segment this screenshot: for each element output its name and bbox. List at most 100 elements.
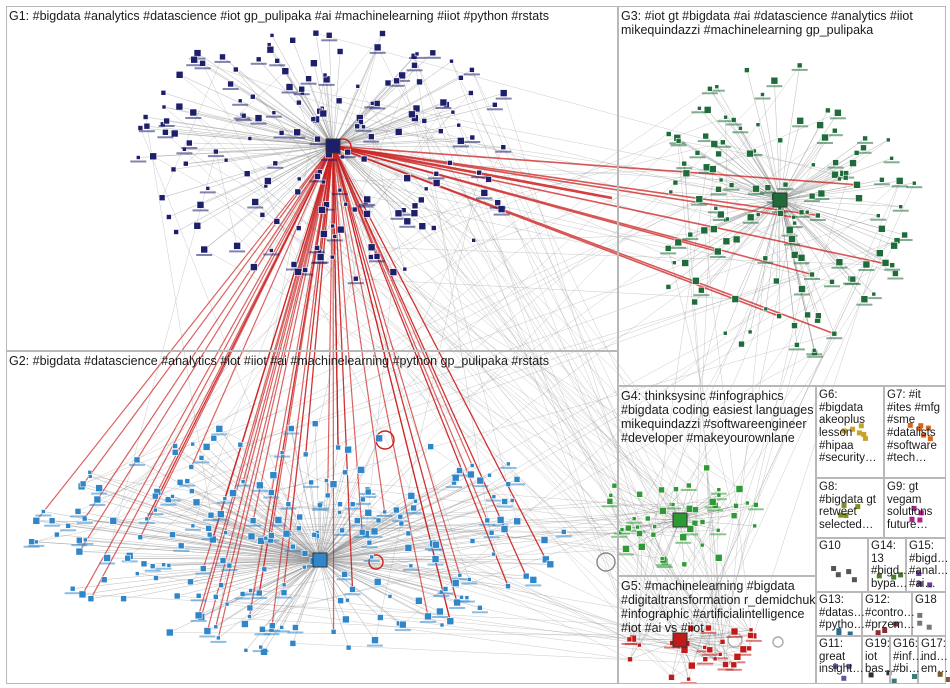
node xyxy=(296,99,302,106)
node xyxy=(358,119,364,125)
node-caption xyxy=(757,261,774,264)
node xyxy=(109,516,118,525)
node-caption xyxy=(247,206,264,209)
node xyxy=(316,502,323,509)
inter-group-edge xyxy=(56,88,711,535)
node xyxy=(816,121,824,129)
inter-group-edge xyxy=(632,533,640,639)
node xyxy=(308,479,314,486)
node-caption xyxy=(704,506,721,509)
node xyxy=(911,180,917,186)
node-caption xyxy=(493,213,510,216)
node-caption xyxy=(234,117,251,120)
node xyxy=(397,513,404,520)
inter-group-edge xyxy=(374,172,480,641)
inter-group-edge xyxy=(185,71,286,164)
node-caption xyxy=(697,140,714,143)
highlight-edge xyxy=(332,145,354,590)
node xyxy=(403,174,412,182)
edge xyxy=(260,559,321,648)
node xyxy=(268,622,276,630)
group-box-g13 xyxy=(816,592,862,636)
inter-group-edge xyxy=(259,504,674,594)
node xyxy=(755,122,761,127)
node xyxy=(703,106,712,114)
inter-group-edge xyxy=(97,215,879,500)
node-caption xyxy=(813,198,830,200)
node-caption xyxy=(729,661,746,664)
inter-group-edge xyxy=(196,502,691,530)
highlight-edge xyxy=(332,145,509,587)
node xyxy=(295,225,302,231)
node xyxy=(432,540,440,549)
node-caption xyxy=(309,143,326,146)
inter-group-edge xyxy=(215,151,238,246)
inter-group-edge xyxy=(402,180,900,625)
node-caption xyxy=(707,211,724,214)
node xyxy=(918,423,924,429)
node xyxy=(302,267,309,273)
inter-group-edge xyxy=(725,258,766,665)
node xyxy=(706,646,714,654)
inter-group-edge xyxy=(376,256,688,644)
node xyxy=(223,530,228,536)
node xyxy=(855,504,861,510)
node-caption xyxy=(211,433,228,436)
node-caption xyxy=(399,225,416,228)
node xyxy=(273,218,281,225)
inter-group-edge xyxy=(653,167,707,535)
node-caption xyxy=(359,203,376,206)
node xyxy=(373,253,381,260)
node xyxy=(264,177,272,185)
inter-group-edge xyxy=(316,119,775,198)
node xyxy=(850,426,856,432)
node-caption xyxy=(395,213,412,216)
node-caption xyxy=(717,120,734,123)
node xyxy=(681,160,688,167)
edge xyxy=(319,504,353,561)
edge xyxy=(319,559,451,622)
edge xyxy=(221,559,321,586)
node xyxy=(529,576,538,584)
node xyxy=(731,295,740,303)
node xyxy=(330,223,336,229)
node-caption xyxy=(489,206,506,209)
node-caption xyxy=(155,567,172,570)
node xyxy=(921,432,927,438)
node xyxy=(258,644,264,650)
edge xyxy=(675,182,781,201)
edge xyxy=(232,492,321,561)
highlight-edge xyxy=(332,145,794,218)
node xyxy=(357,466,366,474)
node-caption xyxy=(670,246,687,249)
node xyxy=(715,186,722,193)
node xyxy=(712,656,718,662)
edge xyxy=(185,145,334,164)
node xyxy=(714,553,723,562)
edge xyxy=(174,445,321,561)
node-caption xyxy=(318,208,335,211)
node-caption xyxy=(858,269,875,271)
node xyxy=(339,527,345,534)
node-caption xyxy=(318,83,335,86)
edge xyxy=(779,199,867,265)
node xyxy=(373,100,381,107)
node xyxy=(732,235,741,244)
node xyxy=(296,513,304,521)
node xyxy=(728,182,735,188)
edge xyxy=(749,199,781,332)
node xyxy=(314,173,321,180)
node xyxy=(166,563,172,568)
inter-group-edge xyxy=(473,234,691,241)
node-caption xyxy=(199,191,216,194)
node xyxy=(796,62,803,69)
edge xyxy=(332,131,399,147)
node xyxy=(311,420,319,428)
node-caption xyxy=(394,79,411,82)
node xyxy=(268,532,275,539)
inter-group-edge xyxy=(704,230,752,630)
node-caption xyxy=(199,635,216,638)
edge xyxy=(315,33,334,147)
node-caption xyxy=(691,111,708,114)
node xyxy=(240,112,247,119)
